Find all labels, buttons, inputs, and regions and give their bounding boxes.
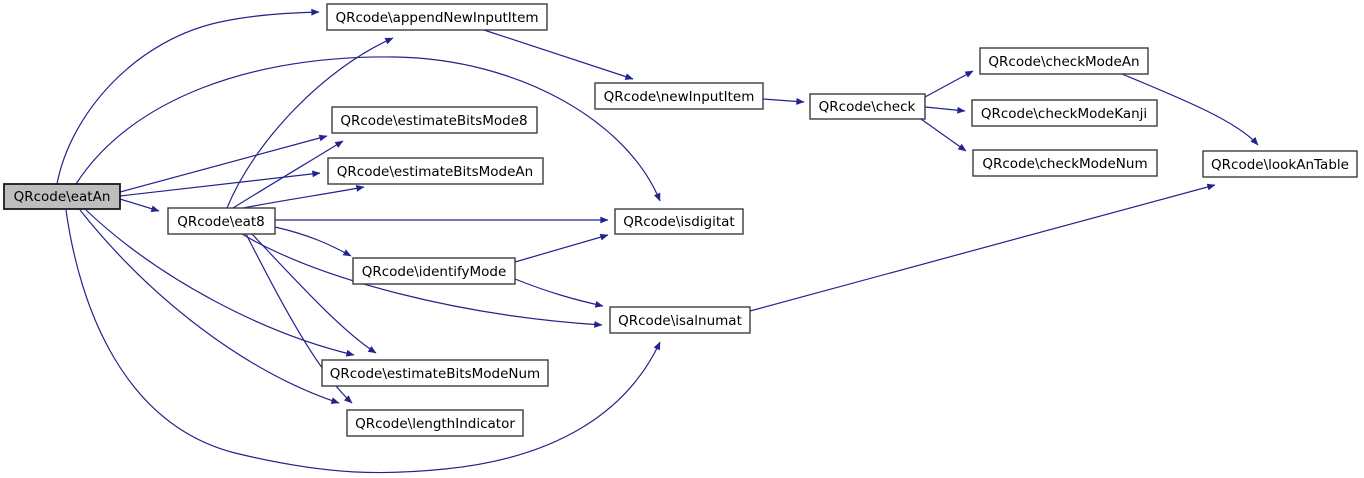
node-lookAnTable-box (1202, 150, 1358, 178)
edge-eat8-estimateBitsModeNum (251, 233, 377, 354)
edge-eatAn-estimateBitsModeNum (85, 209, 355, 357)
node-newInputItem-box (594, 82, 764, 110)
node-identifyMode[interactable]: QRcode\identifyMode (352, 257, 516, 285)
edge-identifyMode-isalnumat (514, 278, 604, 308)
node-appendNewInputItem-box (326, 3, 548, 31)
edge-eat8-appendNewInputItem (226, 37, 394, 209)
node-lengthIndicator[interactable]: QRcode\lengthIndicator (346, 409, 524, 437)
edge-eatAn-appendNewInputItem (56, 8, 320, 185)
edge-eat8-lengthIndicator (245, 233, 353, 404)
node-appendNewInputItem[interactable]: QRcode\appendNewInputItem (326, 3, 548, 31)
node-identifyMode-label: QRcode\identifyMode (362, 264, 507, 280)
edge-check-checkModeKanji (924, 106, 966, 114)
node-checkModeAn-box (979, 47, 1149, 75)
node-eat8-label: QRcode\eat8 (177, 214, 265, 230)
node-eatAn-box (3, 183, 121, 210)
node-estimateBitsModeAn-label: QRcode\estimateBitsModeAn (337, 164, 533, 180)
node-estimateBitsModeAn-box (327, 157, 544, 185)
node-check-box (809, 93, 926, 120)
node-estimateBitsMode8-box (331, 106, 538, 134)
node-isalnumat[interactable]: QRcode\isalnumat (609, 306, 751, 334)
edge-check-checkModeNum (920, 118, 967, 152)
edge-identifyMode-isdigitat (514, 233, 609, 263)
node-lengthIndicator-box (346, 409, 524, 437)
edges-layer (56, 8, 1259, 474)
edge-checkModeAn-lookAnTable (1121, 73, 1259, 146)
node-checkModeAn[interactable]: QRcode\checkModeAn (979, 47, 1149, 75)
node-isalnumat-label: QRcode\isalnumat (618, 313, 742, 329)
node-eatAn-label: QRcode\eatAn (14, 189, 111, 205)
node-estimateBitsMode8[interactable]: QRcode\estimateBitsMode8 (331, 106, 538, 134)
node-estimateBitsModeNum-label: QRcode\estimateBitsModeNum (330, 366, 540, 382)
node-checkModeNum-label: QRcode\checkModeNum (982, 156, 1147, 172)
edge-check-checkModeAn (924, 70, 974, 98)
node-lengthIndicator-label: QRcode\lengthIndicator (355, 416, 515, 432)
node-identifyMode-box (352, 257, 516, 285)
node-eatAn[interactable]: QRcode\eatAn (3, 183, 121, 210)
node-check-label: QRcode\check (819, 99, 916, 115)
edge-eat8-identifyMode (274, 226, 352, 257)
edge-appendNewInputItem-newInputItem (483, 29, 634, 80)
node-newInputItem[interactable]: QRcode\newInputItem (594, 82, 764, 110)
node-checkModeNum[interactable]: QRcode\checkModeNum (972, 149, 1158, 177)
edge-eatAn-lengthIndicator (79, 209, 340, 404)
node-checkModeAn-label: QRcode\checkModeAn (988, 54, 1139, 70)
edge-eat8-estimateBitsModeAn (242, 185, 365, 209)
node-eat8-box (167, 207, 276, 235)
edge-eat8-estimateBitsMode8 (232, 140, 344, 209)
edge-eatAn-isalnumat (65, 209, 661, 474)
edge-isalnumat-lookAnTable (749, 183, 1216, 312)
node-lookAnTable[interactable]: QRcode\lookAnTable (1202, 150, 1358, 178)
node-eat8[interactable]: QRcode\eat8 (167, 207, 276, 235)
node-isdigitat[interactable]: QRcode\isdigitat (614, 208, 744, 235)
edge-eatAn-isdigitat (75, 56, 661, 202)
nodes-layer: QRcode\eatAn QRcode\eat8 QRcode\appendNe… (3, 3, 1358, 437)
node-newInputItem-label: QRcode\newInputItem (604, 89, 755, 105)
node-estimateBitsModeNum[interactable]: QRcode\estimateBitsModeNum (321, 359, 549, 387)
node-checkModeKanji[interactable]: QRcode\checkModeKanji (971, 99, 1158, 127)
node-estimateBitsModeAn[interactable]: QRcode\estimateBitsModeAn (327, 157, 544, 185)
node-isalnumat-box (609, 306, 751, 334)
edge-eatAn-estimateBitsModeAn (119, 170, 321, 197)
node-appendNewInputItem-label: QRcode\appendNewInputItem (335, 10, 538, 26)
node-estimateBitsMode8-label: QRcode\estimateBitsMode8 (340, 113, 527, 129)
node-estimateBitsModeNum-box (321, 359, 549, 387)
edge-eat8-isalnumat (241, 233, 603, 328)
node-check[interactable]: QRcode\check (809, 93, 926, 120)
node-checkModeKanji-box (971, 99, 1158, 127)
edge-newInputItem-check (762, 98, 805, 105)
node-checkModeKanji-label: QRcode\checkModeKanji (981, 106, 1147, 122)
node-isdigitat-box (614, 208, 744, 235)
node-lookAnTable-label: QRcode\lookAnTable (1211, 157, 1349, 173)
edge-eatAn-estimateBitsMode8 (119, 134, 328, 193)
node-checkModeNum-box (972, 149, 1158, 177)
edge-eatAn-eat8 (119, 198, 160, 213)
node-isdigitat-label: QRcode\isdigitat (623, 214, 734, 230)
